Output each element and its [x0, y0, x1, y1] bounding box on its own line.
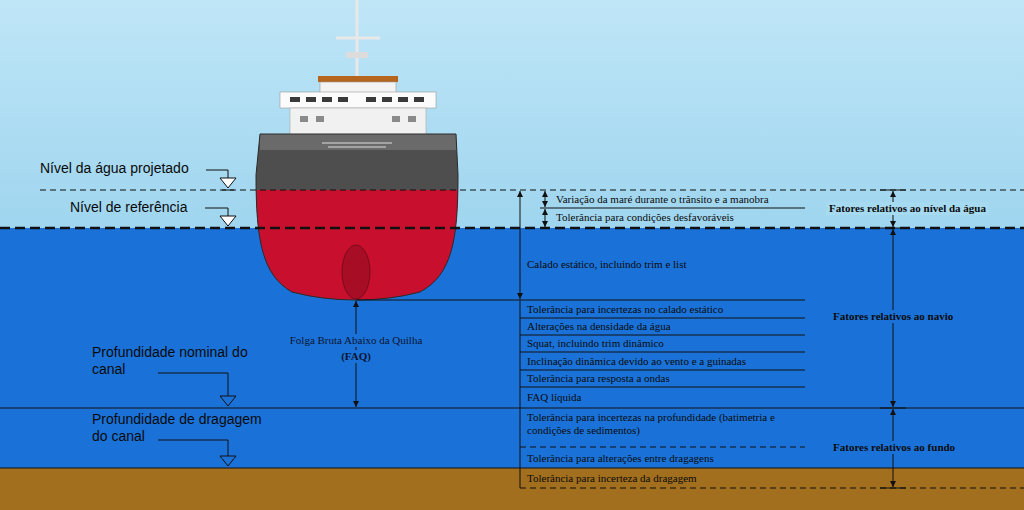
group-label: Fatores relativos ao navio — [830, 310, 956, 323]
factor-label: Tolerância para alterações entre dragage… — [527, 452, 714, 465]
factor-ticks — [356, 208, 805, 488]
allowance-dimension — [545, 209, 546, 227]
depth-label: Profundidade nominal do canal — [92, 344, 252, 378]
tide-dimension — [545, 191, 546, 207]
factor-label: Alterações na densidade da água — [527, 320, 671, 333]
ship — [250, 0, 470, 310]
level-label: Nível da água projetado — [40, 160, 189, 177]
water — [0, 228, 1024, 468]
factor-label: Squat, incluindo trim dinâmico — [527, 337, 664, 350]
draft-dimension — [520, 191, 521, 299]
factor-label: Tolerância para incertezas na profundida… — [527, 411, 777, 437]
nominal-depth-line — [0, 408, 1024, 409]
seabed — [0, 468, 1024, 510]
dredged-depth-line — [0, 467, 1024, 468]
group-label: Fatores relativos ao nível da água — [826, 202, 989, 215]
factor-label: FAQ líquida — [527, 391, 582, 404]
maintenance-line — [520, 447, 805, 448]
factor-label: Tolerância para incerteza da dragagem — [527, 472, 697, 485]
factor-label: Tolerância para incertezas no calado est… — [527, 303, 723, 316]
ukc-label: Folga Bruta Abaixo da Quilha — [287, 334, 426, 347]
reference-level — [0, 227, 1024, 230]
factor-label: Tolerância para condições desfavoráveis — [556, 211, 734, 224]
level-label: Nível de referência — [70, 199, 188, 216]
ukc-label: (FAQ) — [338, 350, 374, 363]
factor-label: Inclinação dinâmica devido ao vento e a … — [527, 355, 746, 368]
group-label: Fatores relativos ao fundo — [830, 441, 958, 454]
depth-label: Profundidade de dragagem do canal — [92, 411, 277, 445]
factor-label: Calado estático, incluindo trim e list — [527, 258, 686, 271]
sky — [0, 0, 1024, 228]
design-water-level — [40, 190, 1024, 191]
dredge-tolerance-line — [520, 488, 1024, 489]
factor-label: Variação da maré durante o trânsito e a … — [556, 193, 769, 206]
factor-label: Tolerância para resposta a ondas — [527, 372, 670, 385]
